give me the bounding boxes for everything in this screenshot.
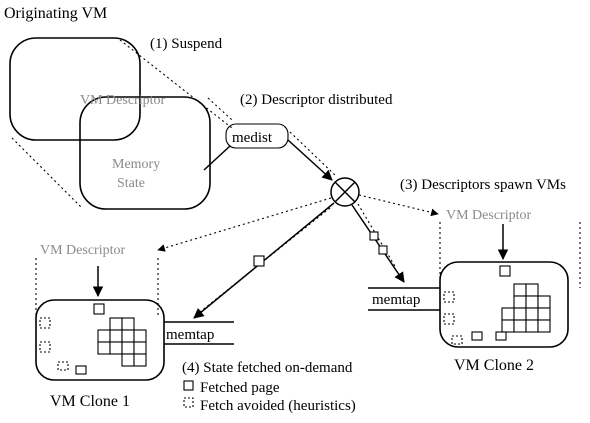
spawn-arrow-clone-2	[358, 194, 439, 217]
memory-to-medist-line	[203, 145, 231, 171]
spawn-arrow-clone-1	[157, 197, 332, 252]
medist-label: medist	[232, 130, 273, 146]
legend-fetched-swatch	[183, 380, 194, 391]
memory-state-label-line1: Memory	[112, 157, 160, 172]
step-3-descriptors-spawn: (3) Descriptors spawn VMs	[400, 177, 566, 193]
clone-1-vm-box	[35, 299, 165, 381]
memtap-1-label: memtap	[166, 327, 214, 343]
multicast-to-memtap-2-arrow	[351, 204, 405, 283]
medist-to-multicast-arrow	[287, 139, 333, 181]
memory-state-label-line2: State	[117, 176, 145, 191]
clone-2-vm-descriptor-label: VM Descriptor	[446, 208, 531, 223]
clone-2-pages	[443, 265, 551, 345]
medist-box	[225, 123, 289, 149]
originating-vm	[9, 37, 211, 210]
clone-1-vm-descriptor-label: VM Descriptor	[40, 243, 125, 258]
step-2-descriptor-distributed: (2) Descriptor distributed	[240, 92, 393, 108]
medist-dotted-guide	[289, 131, 337, 177]
page-in-transit-3	[378, 245, 388, 255]
legend-avoided-label: Fetch avoided (heuristics)	[200, 398, 356, 414]
legend-fetched-label: Fetched page	[200, 380, 280, 396]
page-in-transit-2	[369, 231, 379, 241]
origin-vm-descriptor-label: VM Descriptor	[80, 93, 165, 108]
clone-1-pages	[39, 303, 147, 375]
memtap-2-label: memtap	[372, 292, 420, 308]
step-4-state-fetched: (4) State fetched on-demand	[182, 360, 353, 376]
legend-avoided-swatch	[183, 397, 194, 408]
clone-2-vm-box	[439, 261, 569, 348]
page-in-transit-1	[253, 255, 265, 267]
multicast-node	[330, 177, 360, 207]
origin-dotted-guides	[11, 39, 233, 209]
clone-1-label: VM Clone 1	[50, 393, 130, 410]
step-1-suspend: (1) Suspend	[150, 36, 223, 52]
clone-2-label: VM Clone 2	[454, 357, 534, 374]
originating-vm-title: Originating VM	[4, 5, 107, 22]
